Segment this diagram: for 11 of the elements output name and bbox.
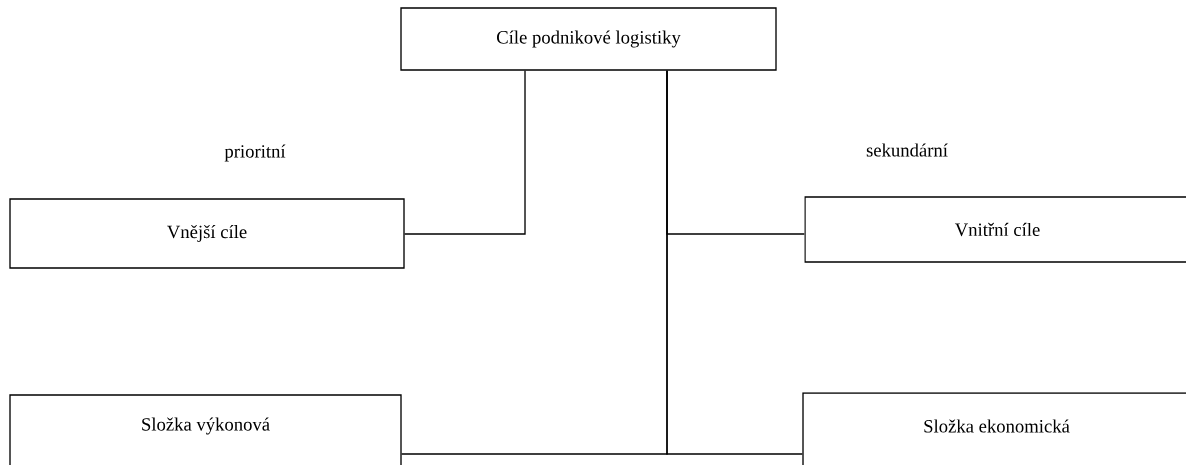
- node-label: Složka ekonomická: [924, 419, 1070, 433]
- connector: [666, 70, 803, 455]
- box: Cíle podnikové logistiky: [400, 7, 777, 71]
- connector: [404, 70, 526, 235]
- node-label: Složka výkonová: [142, 417, 270, 435]
- label: sekundární: [866, 143, 948, 157]
- label: prioritní: [224, 144, 286, 162]
- box: Vnější cíle: [9, 198, 405, 269]
- box: [9, 394, 402, 465]
- box: [802, 392, 1186, 465]
- box: Vnitřní cíle: [804, 196, 1186, 263]
